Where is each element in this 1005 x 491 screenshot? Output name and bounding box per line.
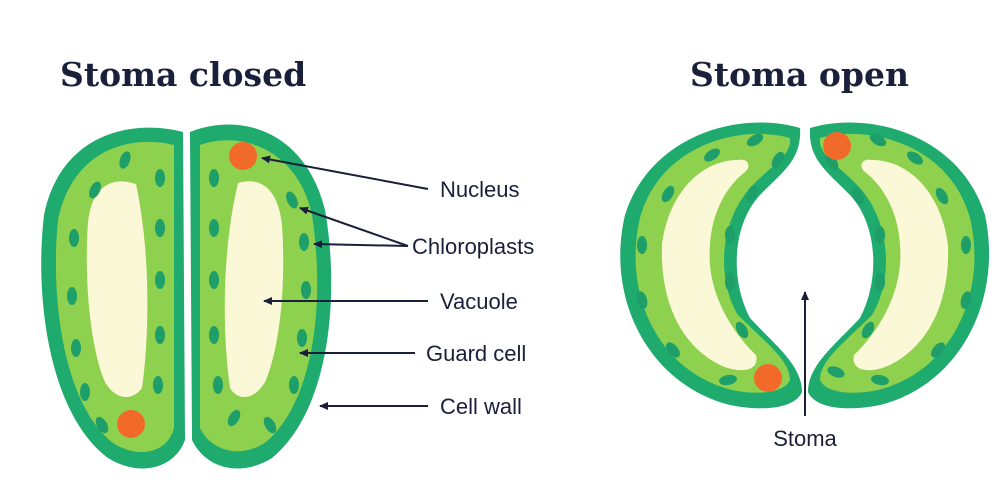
label-nucleus: Nucleus <box>440 177 519 202</box>
label-guard-cell: Guard cell <box>426 341 526 366</box>
chloroplasts-left-closed <box>67 151 165 434</box>
guard-cell-right-open <box>808 122 990 409</box>
label-arrows-closed <box>261 155 429 410</box>
chloroplast-arrow-2 <box>313 240 409 249</box>
stoma-closed-figure: Nucleus Chloroplasts Vacuole Guard cell … <box>41 124 534 469</box>
guard-cell-left-open <box>620 122 802 409</box>
stoma-open-figure: Stoma <box>620 122 990 451</box>
chloroplasts-left-open <box>636 133 785 386</box>
label-chloroplasts: Chloroplasts <box>412 234 534 259</box>
nucleus-left-open <box>754 364 782 392</box>
vacuole-left-open <box>661 159 757 371</box>
nucleus-arrow <box>261 155 429 190</box>
chloroplasts-right-closed <box>209 169 311 434</box>
chloroplast-arrow-1 <box>299 206 409 247</box>
vacuole-left-closed <box>86 181 148 398</box>
label-vacuole: Vacuole <box>440 289 518 314</box>
label-cell-wall: Cell wall <box>440 394 522 419</box>
guard-cell-left-closed <box>41 127 186 469</box>
chloroplasts-right-open <box>825 133 972 386</box>
vacuole-right-closed <box>224 181 284 398</box>
nucleus-right-open <box>823 132 851 160</box>
guard-cell-right-closed <box>190 124 332 469</box>
stoma-closed-title: Stoma closed <box>60 55 306 94</box>
label-stoma: Stoma <box>773 426 837 451</box>
stoma-open-title: Stoma open <box>690 55 909 94</box>
vacuole-right-open <box>853 159 949 371</box>
nucleus-left-closed <box>117 410 145 438</box>
nucleus-right-closed <box>229 142 257 170</box>
